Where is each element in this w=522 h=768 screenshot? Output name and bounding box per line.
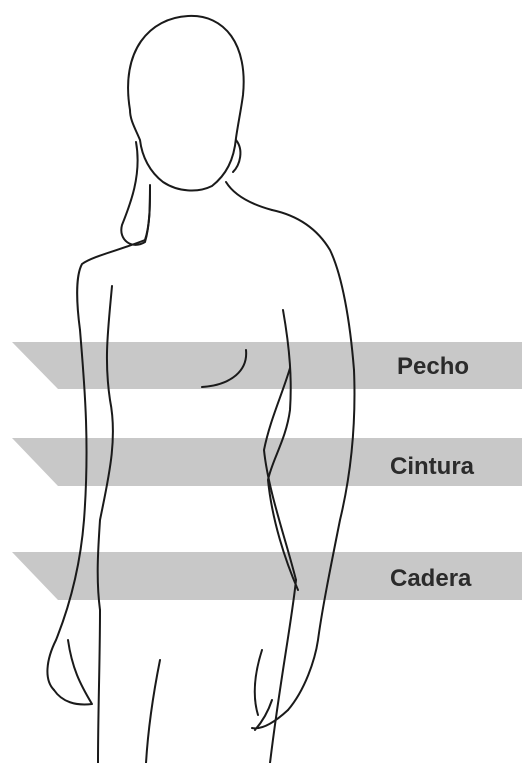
ponytail-outline <box>121 142 150 245</box>
band-label-waist: Cintura <box>390 455 474 479</box>
hand-right <box>252 650 288 730</box>
leg-right-outer <box>270 580 296 763</box>
leg-inner <box>146 660 160 763</box>
ear-outline <box>233 140 240 172</box>
neck-left <box>145 186 150 240</box>
hand-left <box>54 640 92 704</box>
leg-left-outer <box>98 610 100 763</box>
neck-right <box>226 182 272 210</box>
band-label-hip: Cadera <box>390 567 471 591</box>
arm-right-outer <box>288 370 354 710</box>
head-outline <box>128 16 244 191</box>
shoulder-left <box>77 240 145 330</box>
band-label-chest: Pecho <box>397 355 469 379</box>
